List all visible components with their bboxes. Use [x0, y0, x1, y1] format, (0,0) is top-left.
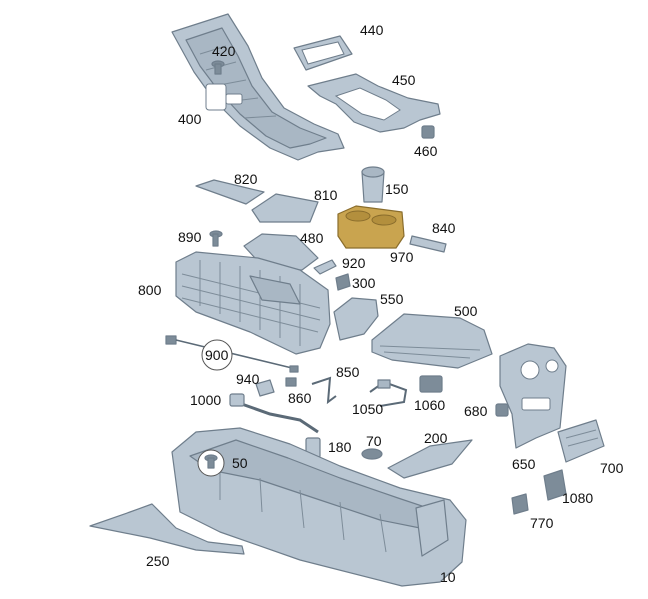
label-820: 820 [234, 171, 258, 187]
label-1060: 1060 [414, 397, 445, 413]
part-150-cup [361, 166, 385, 203]
part-890-pin [209, 230, 223, 247]
label-460: 460 [414, 143, 438, 159]
part-500-armrest-lid [371, 313, 493, 369]
part-10-console-housing [171, 427, 467, 587]
label-70: 70 [366, 433, 382, 449]
label-200: 200 [424, 430, 448, 446]
part-1050-harness [369, 379, 408, 407]
label-850: 850 [336, 364, 360, 380]
label-440: 440 [360, 22, 384, 38]
label-180: 180 [328, 439, 352, 455]
part-1000-cable [229, 393, 319, 434]
label-940: 940 [236, 371, 260, 387]
label-50: 50 [232, 455, 248, 471]
label-1050: 1050 [352, 401, 383, 417]
part-1060-module [419, 375, 443, 393]
callout-circle-900 [201, 339, 233, 371]
part-840-bracket [409, 235, 447, 253]
part-900-cable [165, 335, 299, 373]
label-700: 700 [600, 460, 624, 476]
label-770: 770 [530, 515, 554, 531]
label-450: 450 [392, 72, 416, 88]
part-820-mat [195, 179, 265, 205]
label-900: 900 [205, 347, 229, 363]
label-300: 300 [352, 275, 376, 291]
label-480: 480 [300, 230, 324, 246]
part-970-cupholder-insert [337, 205, 405, 249]
part-420-screw [211, 60, 225, 75]
part-400-trim-frame [171, 13, 345, 161]
label-10: 10 [440, 569, 456, 585]
part-1080-switch [543, 469, 567, 501]
part-50-bolt [197, 449, 225, 477]
label-860: 860 [288, 390, 312, 406]
label-840: 840 [432, 220, 456, 236]
label-920: 920 [342, 255, 366, 271]
part-460-switch [421, 125, 435, 139]
label-680: 680 [464, 403, 488, 419]
part-200-mat [387, 439, 473, 479]
part-700-control-unit [557, 419, 605, 463]
label-500: 500 [454, 303, 478, 319]
part-450-trim [307, 73, 441, 133]
label-250: 250 [146, 553, 170, 569]
part-810-mat [251, 193, 319, 223]
label-890: 890 [178, 229, 202, 245]
part-300-clip [335, 273, 351, 291]
part-850-cable [311, 376, 337, 405]
label-810: 810 [314, 187, 338, 203]
label-800: 800 [138, 282, 162, 298]
part-920-clip [313, 259, 337, 275]
part-440-frame [293, 35, 353, 71]
part-680-switch [495, 403, 509, 417]
part-770-clip [511, 493, 529, 515]
part-860-bracket [255, 379, 275, 397]
label-970: 970 [390, 249, 414, 265]
part-70-plug [361, 448, 383, 460]
label-150: 150 [385, 181, 409, 197]
label-1080: 1080 [562, 490, 593, 506]
part-800-carrier [175, 251, 331, 355]
label-400: 400 [178, 111, 202, 127]
label-1000: 1000 [190, 392, 221, 408]
part-940-connector [285, 377, 297, 387]
part-250-trim-strip [89, 503, 245, 555]
label-650: 650 [512, 456, 536, 472]
label-420: 420 [212, 43, 236, 59]
part-650-bezel [499, 343, 567, 449]
part-550-cover [333, 297, 379, 341]
label-550: 550 [380, 291, 404, 307]
